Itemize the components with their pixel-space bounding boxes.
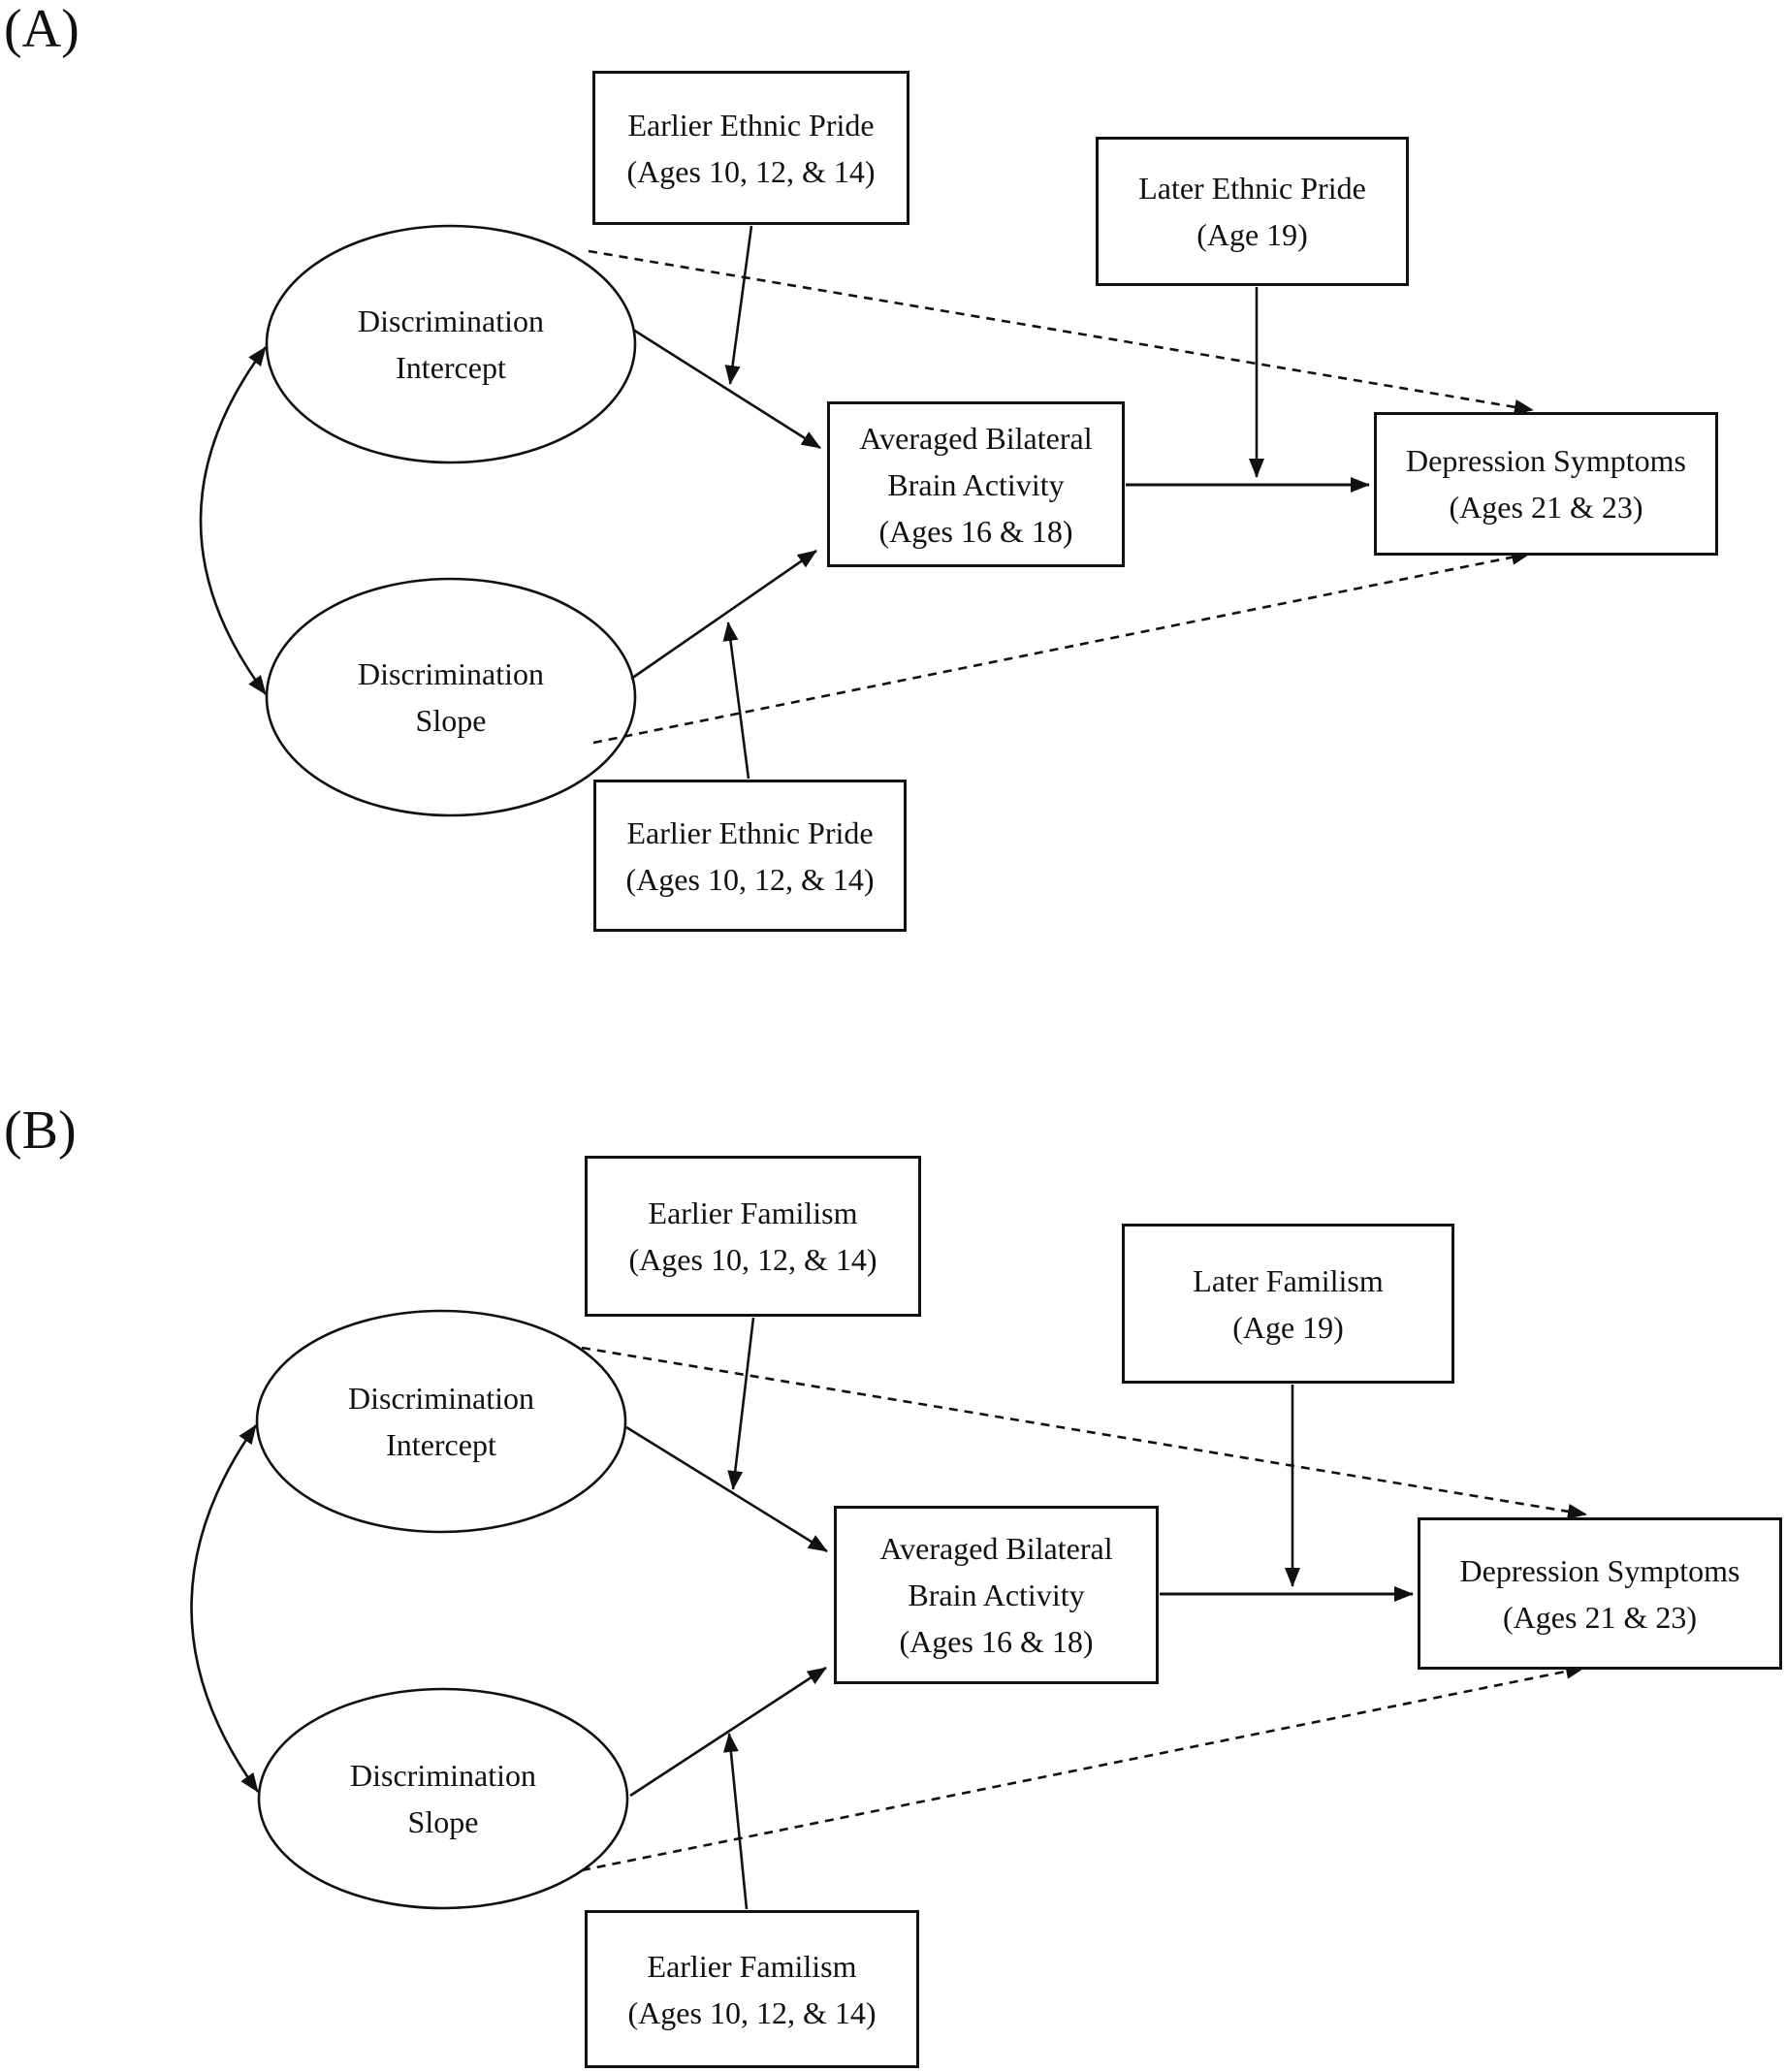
earlier-top-moderation-arrow-a (724, 225, 753, 385)
node-label: (Ages 21 & 23) (1449, 490, 1643, 525)
earlier-moderator-bottom-box-a: Earlier Ethnic Pride (Ages 10, 12, & 14) (593, 780, 907, 932)
node-label: Depression Symptoms (1459, 1552, 1740, 1588)
node-label: Intercept (396, 350, 506, 385)
depression-symptoms-box-b: Depression Symptoms (Ages 21 & 23) (1418, 1517, 1782, 1670)
earlier-moderator-bottom-box-b: Earlier Familism (Ages 10, 12, & 14) (585, 1910, 919, 2068)
earlier-moderator-top-box-a: Earlier Ethnic Pride (Ages 10, 12, & 14) (592, 71, 909, 225)
node-label: (Age 19) (1232, 1309, 1344, 1345)
node-label: Earlier Ethnic Pride (626, 814, 874, 850)
node-label: Later Familism (1193, 1262, 1384, 1298)
node-label: (Ages 10, 12, & 14) (627, 1994, 877, 2030)
node-label: Earlier Familism (648, 1195, 858, 1230)
node-label: (Ages 21 & 23) (1503, 1599, 1697, 1635)
node-label: Earlier Familism (647, 1948, 857, 1984)
node-label: Brain Activity (887, 466, 1065, 502)
earlier-bottom-moderation-arrow-a (722, 622, 750, 780)
node-label: Discrimination (358, 656, 544, 691)
slope-to-brain-arrow-b (629, 1666, 827, 1798)
earlier-moderator-top-box-b: Earlier Familism (Ages 10, 12, & 14) (585, 1156, 921, 1317)
node-label: (Ages 10, 12, & 14) (628, 1242, 877, 1277)
node-label: (Age 19) (1196, 217, 1308, 252)
intercept-to-brain-arrow-b (625, 1425, 828, 1553)
node-label: Intercept (386, 1427, 496, 1462)
node-label: (Ages 16 & 18) (878, 513, 1073, 549)
correlation-arrow-b (190, 1424, 260, 1793)
node-label: Averaged Bilateral (859, 420, 1093, 456)
brain-activity-box-a: Averaged Bilateral Brain Activity (Ages … (827, 401, 1125, 567)
brain-activity-box-b: Averaged Bilateral Brain Activity (Ages … (834, 1506, 1159, 1684)
panel-b-label: (B) (4, 1100, 77, 1161)
node-label: Discrimination (358, 303, 544, 338)
discrimination-slope-node-b: Discrimination Slope (298, 1740, 589, 1857)
slope-ellipse-b (257, 1687, 629, 1910)
node-label: Earlier Ethnic Pride (627, 107, 875, 143)
depression-symptoms-box-a: Depression Symptoms (Ages 21 & 23) (1374, 412, 1718, 556)
node-label: Averaged Bilateral (879, 1531, 1113, 1566)
node-label: (Ages 16 & 18) (899, 1624, 1094, 1659)
node-label: Slope (415, 703, 487, 738)
node-label: (Ages 10, 12, & 14) (625, 861, 875, 897)
intercept-to-brain-arrow-a (632, 328, 821, 450)
slope-to-brain-arrow-a (630, 549, 817, 681)
later-moderator-box-b: Later Familism (Age 19) (1122, 1224, 1454, 1384)
discrimination-intercept-node-b: Discrimination Intercept (296, 1363, 587, 1480)
later-moderator-box-a: Later Ethnic Pride (Age 19) (1096, 137, 1409, 286)
panel-a-label: (A) (4, 0, 80, 59)
earlier-top-moderation-arrow-b (727, 1317, 755, 1490)
node-label: Depression Symptoms (1406, 443, 1686, 478)
node-label: Discrimination (348, 1381, 534, 1416)
node-label: Slope (407, 1804, 479, 1839)
node-label: Later Ethnic Pride (1138, 171, 1366, 206)
correlation-arrow-a (199, 346, 268, 695)
slope-to-depression-dashed-arrow-a (592, 549, 1531, 745)
slope-ellipse-a (265, 577, 637, 817)
node-label: Brain Activity (908, 1578, 1085, 1612)
intercept-ellipse-b (255, 1309, 627, 1534)
intercept-ellipse-a (265, 224, 637, 464)
node-label: Discrimination (350, 1758, 536, 1793)
discrimination-intercept-node-a: Discrimination Intercept (305, 286, 596, 402)
node-label: (Ages 10, 12, & 14) (626, 153, 876, 189)
earlier-bottom-moderation-arrow-b (722, 1733, 749, 1910)
intercept-to-depression-dashed-arrow-a (588, 249, 1534, 415)
discrimination-slope-node-a: Discrimination Slope (305, 639, 596, 755)
